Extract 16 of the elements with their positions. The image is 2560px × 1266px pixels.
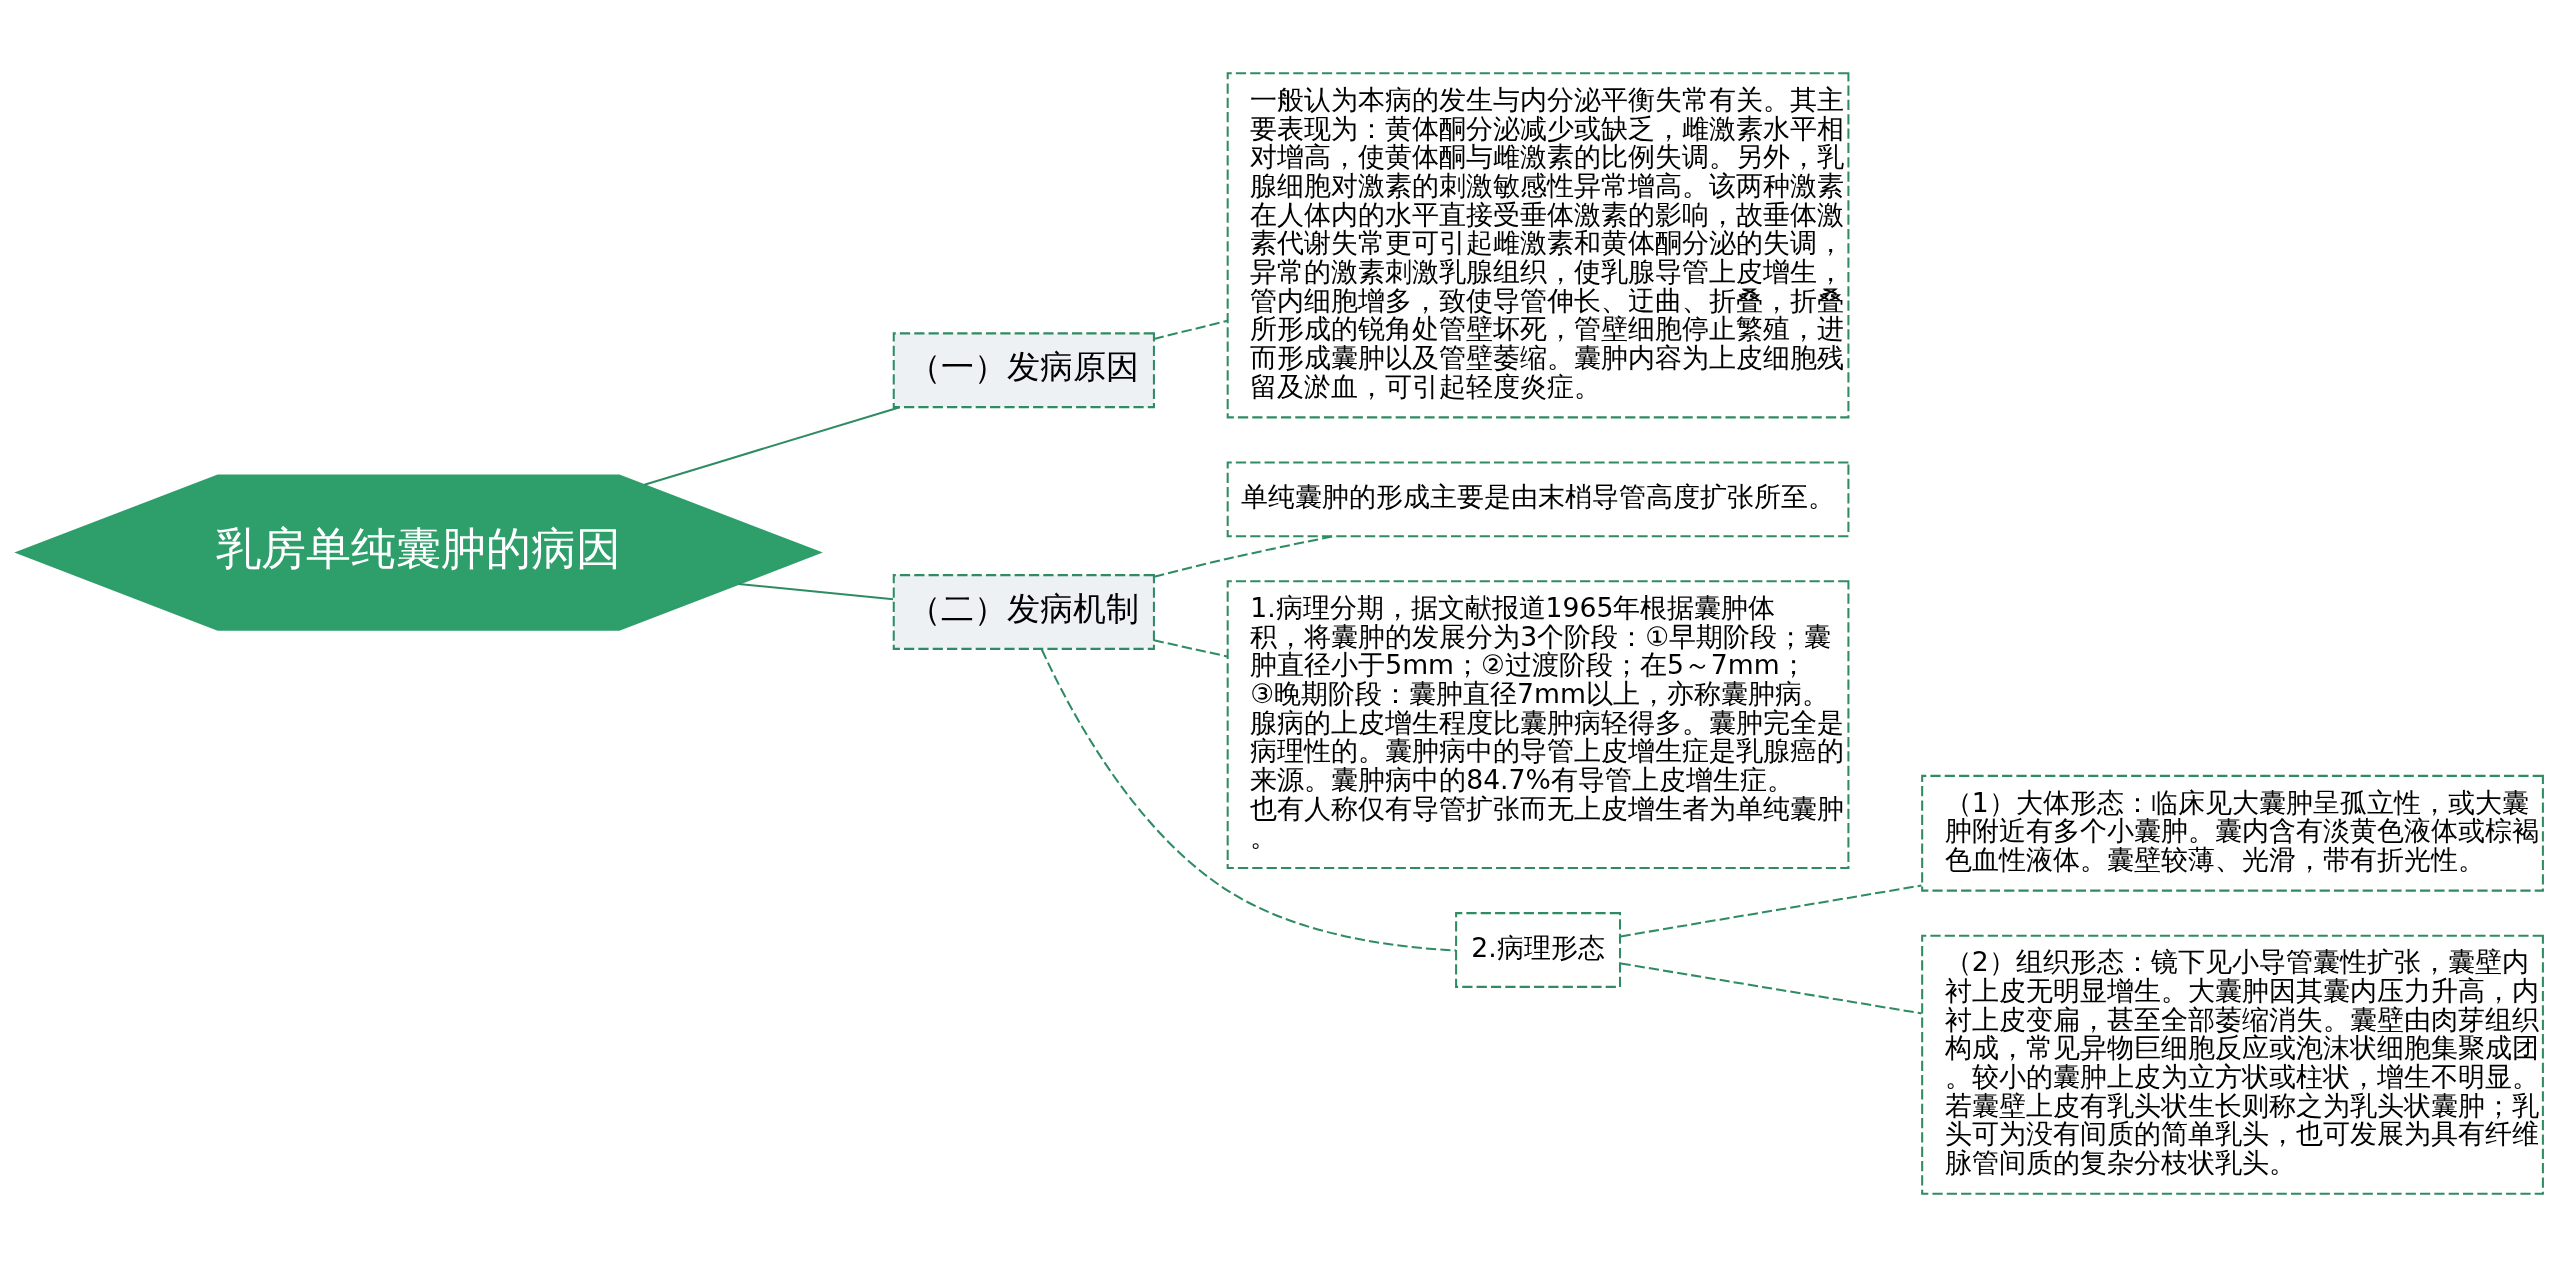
node-box: 2.病理形态 (1455, 911, 1621, 988)
connector (644, 405, 901, 486)
connector (738, 582, 894, 600)
node-box: （2）组织形态：镜下见小导管囊性扩张，囊壁内衬上皮无明显增生。大囊肿因其囊内压力升高，内衬上皮变扁，甚至全部萎缩消失。囊壁由肉芽组织构成，常见异物巨细胞反应或泡沫状细胞集聚成团。较小的囊肿上皮为立方状或柱状，增生不明显。若囊壁上皮有乳头状生长则称之为乳头状囊肿；乳头可为没有间质的简单乳头，也可发展为具有纤维脉管间质的复杂分枝状乳头。 (1921, 934, 2544, 1195)
node-box: （二）发病机制 (892, 573, 1155, 650)
connector (1040, 648, 1457, 951)
node-box: （1）大体形态：临床见大囊肿呈孤立性，或大囊肿附近有多个小囊肿。囊内含有淡黄色液体或棕褐色血性液体。囊壁较薄、光滑，带有折光性。 (1921, 774, 2544, 892)
connector (1153, 638, 1228, 657)
node-box: 1.病理分期，据文献报道1965年根据囊肿体积，将囊肿的发展分为3个阶段：①早期阶段；囊肿直径小于5mm；②过渡阶段；在5～7mm；③晚期阶段：囊肿直径7mm以上，亦称囊肿病。腺病的上皮增生程度比囊肿病轻得多。囊肿完全是病理性的。囊肿病中的导管上皮增生症是乳腺癌的来源。囊肿病中的84.7%有导管上皮增生症。也有人称仅有导管扩张而无上皮增生者为单纯囊肿。 (1226, 579, 1850, 869)
node-box: （一）发病原因 (892, 331, 1155, 408)
connector (1620, 884, 1922, 937)
connector (1153, 534, 1334, 578)
node-box: 一般认为本病的发生与内分泌平衡失常有关。其主要表现为：黄体酮分泌减少或缺乏，雌激素水平相对增高，使黄体酮与雌激素的比例失调。另外，乳腺细胞对激素的刺激敏感性异常增高。该两种激素在人体内的水平直接受垂体激素的影响，故垂体激素代谢失常更可引起雌激素和黄体酮分泌的失调，异常的激素刺激乳腺组织，使乳腺导管上皮增生，管内细胞增多，致使导管伸长、迂曲、折叠，折叠所形成的锐角处管壁坏死，管壁细胞停止繁殖，进而形成囊肿以及管壁萎缩。囊肿内容为上皮细胞残留及淤血，可引起轻度炎症。 (1226, 71, 1850, 418)
connector (1153, 319, 1228, 340)
connector (1620, 961, 1922, 1014)
node-box: 单纯囊肿的形成主要是由末梢导管高度扩张所至。 (1226, 460, 1850, 537)
